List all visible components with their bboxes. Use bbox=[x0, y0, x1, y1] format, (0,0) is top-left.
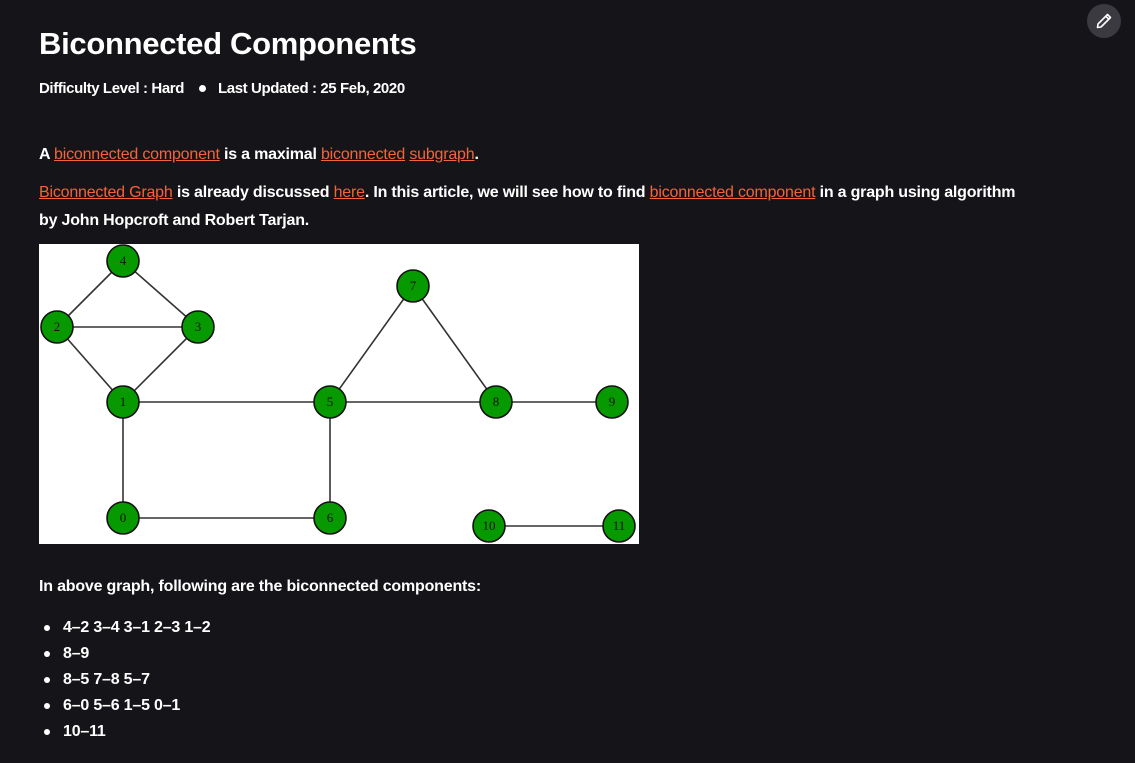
description-paragraph-line2: by John Hopcroft and Robert Tarjan. bbox=[39, 212, 310, 229]
graph-node-1 bbox=[106, 385, 140, 419]
link-biconnected-graph[interactable]: Biconnected Graph bbox=[39, 184, 173, 201]
graph-figure: 0 1 2 3 4 5 6 7 8 9 10 11 bbox=[39, 244, 639, 544]
graph-node-label-1: 1 bbox=[120, 394, 127, 409]
graph-node-3 bbox=[181, 310, 215, 344]
graph-node-label-6: 6 bbox=[327, 510, 334, 525]
graph-node-9 bbox=[595, 385, 629, 419]
difficulty-level: Difficulty Level : Hard bbox=[39, 80, 184, 97]
graph-node-4 bbox=[106, 244, 140, 278]
intro-text-2: is a maximal bbox=[219, 146, 321, 163]
desc-text-1: is already discussed bbox=[172, 184, 334, 201]
pencil-icon bbox=[1096, 13, 1112, 29]
graph-diagram: 0 1 2 3 4 5 6 7 8 9 10 11 bbox=[40, 244, 636, 543]
graph-node-label-7: 7 bbox=[410, 278, 417, 293]
list-item: 6–0 5–6 1–5 0–1 bbox=[39, 693, 210, 719]
graph-node-10 bbox=[472, 509, 506, 543]
link-here[interactable]: here bbox=[333, 184, 365, 201]
graph-node-7 bbox=[396, 269, 430, 303]
link-biconnected[interactable]: biconnected bbox=[320, 146, 406, 163]
graph-node-label-9: 9 bbox=[609, 394, 616, 409]
description-paragraph: Biconnected Graph is already discussed h… bbox=[39, 179, 1015, 207]
list-item: 8–9 bbox=[39, 641, 210, 667]
graph-node-label-8: 8 bbox=[493, 394, 500, 409]
components-heading: In above graph, following are the biconn… bbox=[39, 578, 481, 595]
page-title: Biconnected Components bbox=[39, 26, 417, 61]
graph-node-8 bbox=[479, 385, 513, 419]
graph-node-0 bbox=[106, 501, 140, 535]
list-item: 10–11 bbox=[39, 719, 210, 745]
graph-node-label-11: 11 bbox=[613, 518, 626, 533]
last-updated: Last Updated : 25 Feb, 2020 bbox=[218, 80, 405, 97]
link-biconnected-component[interactable]: biconnected component bbox=[54, 146, 220, 163]
link-biconnected-component-2[interactable]: biconnected component bbox=[649, 184, 816, 201]
desc-text-2: . In this article, we will see how to fi… bbox=[364, 184, 650, 201]
graph-node-label-3: 3 bbox=[195, 319, 202, 334]
graph-edge-5-7 bbox=[329, 285, 414, 403]
graph-node-label-4: 4 bbox=[120, 253, 127, 268]
graph-node-label-10: 10 bbox=[483, 518, 496, 533]
graph-node-6 bbox=[313, 501, 347, 535]
graph-node-label-0: 0 bbox=[120, 510, 127, 525]
graph-node-2 bbox=[40, 310, 74, 344]
desc-text-3: in a graph using algorithm bbox=[815, 184, 1016, 201]
graph-edge-7-8 bbox=[412, 285, 497, 403]
list-item: 4–2 3–4 3–1 2–3 1–2 bbox=[39, 615, 211, 641]
graph-node-11 bbox=[602, 509, 636, 543]
edit-button[interactable] bbox=[1087, 4, 1121, 38]
link-subgraph[interactable]: subgraph bbox=[409, 146, 475, 163]
graph-edge-3-1 bbox=[122, 326, 199, 403]
list-item: 8–5 7–8 5–7 bbox=[39, 667, 210, 693]
components-list: 4–2 3–4 3–1 2–3 1–2 8–9 8–5 7–8 5–7 6–0 … bbox=[39, 615, 211, 745]
intro-paragraph: A biconnected component is a maximal bic… bbox=[39, 141, 479, 169]
intro-text-1: A bbox=[39, 146, 55, 163]
article-meta: Difficulty Level : Hard Last Updated : 2… bbox=[39, 80, 405, 97]
graph-node-5 bbox=[313, 385, 347, 419]
separator-dot-icon bbox=[199, 85, 206, 92]
graph-node-label-2: 2 bbox=[54, 319, 61, 334]
graph-node-label-5: 5 bbox=[327, 394, 334, 409]
intro-text-4: . bbox=[474, 146, 479, 163]
